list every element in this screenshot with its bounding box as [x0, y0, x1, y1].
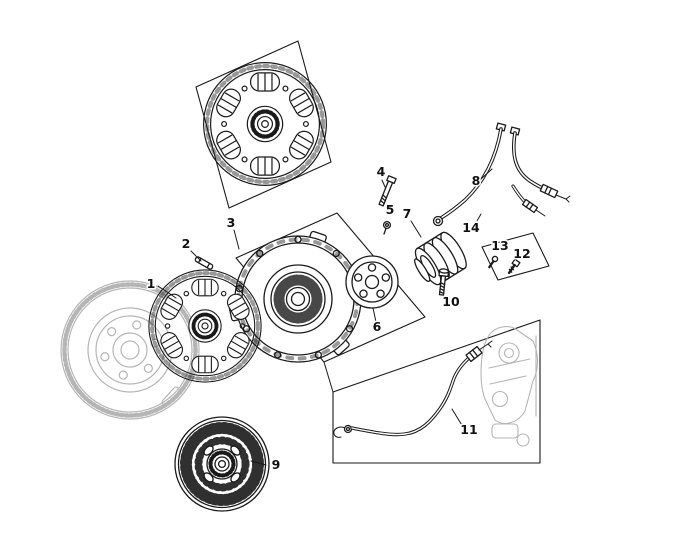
- hose-fitting: [521, 198, 539, 214]
- clutch-damper-disc-top: [204, 63, 327, 186]
- mounting-bolt: [438, 268, 450, 296]
- washer: [382, 220, 392, 235]
- clutch-friction-disc: [174, 416, 270, 512]
- callout-3: 3: [227, 215, 236, 230]
- hose-fitting: [539, 183, 559, 199]
- callout-8: 8: [472, 173, 481, 188]
- hydraulic-hoses: [432, 122, 571, 227]
- hub-plate: [345, 255, 399, 309]
- leader-line: [372, 307, 377, 323]
- callout-13: 13: [491, 238, 508, 253]
- transmission-sketch: [480, 326, 539, 447]
- callout-10: 10: [442, 294, 460, 309]
- callout-9: 9: [272, 457, 281, 472]
- bolt: [378, 175, 397, 207]
- callouts: 1 2 3 4 5 6 7 8 9 10 11 12 13 14: [145, 163, 532, 474]
- hydraulic-pipe: [333, 340, 493, 438]
- leader-lines: [157, 168, 493, 466]
- leader-line: [250, 460, 267, 466]
- leader-line: [451, 408, 464, 428]
- callout-4: 4: [377, 164, 386, 179]
- callout-12: 12: [513, 246, 530, 261]
- callout-11: 11: [460, 422, 477, 437]
- callout-14: 14: [462, 220, 480, 235]
- leader-line: [410, 220, 422, 238]
- fitting-bolt-13: [488, 255, 499, 269]
- callout-6: 6: [373, 319, 382, 334]
- release-bearing: [414, 231, 467, 286]
- callout-7: 7: [403, 206, 412, 221]
- callout-2: 2: [182, 236, 191, 251]
- leader-line: [381, 179, 386, 188]
- pipe-nut: [465, 345, 483, 363]
- callout-5: 5: [386, 202, 395, 217]
- leader-line: [190, 250, 202, 262]
- fitting-bolt-12: [507, 258, 521, 275]
- top-parts-box: [195, 40, 332, 209]
- pipe-parts-box: [332, 319, 541, 464]
- dowel-stud: [194, 256, 214, 270]
- fitting-parts-box: [481, 232, 550, 281]
- leader-line: [157, 285, 177, 299]
- connector-line: [323, 361, 334, 393]
- leader-line: [480, 168, 493, 180]
- leader-line: [473, 213, 482, 227]
- leader-line: [233, 229, 240, 250]
- callout-1: 1: [147, 276, 156, 291]
